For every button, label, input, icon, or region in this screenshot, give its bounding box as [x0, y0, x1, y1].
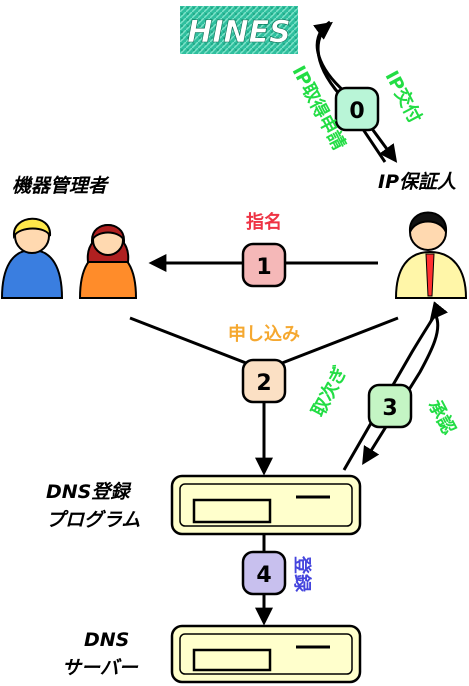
step-4-number: 4	[256, 563, 271, 588]
step-2-flow: 2 申し込み	[129, 316, 399, 476]
step-1-flow: 1 指名	[148, 211, 378, 288]
dns-server-label-line-1: DNS	[84, 629, 129, 651]
dns-server-icon	[170, 624, 362, 684]
step-2-number: 2	[256, 371, 271, 396]
step-1-box	[241, 242, 287, 288]
step-3-number: 3	[382, 396, 397, 421]
dns-program-server-icon	[170, 474, 362, 536]
dns-program-label-line-1: DNS登録	[46, 481, 132, 503]
admin-label: 機器管理者	[12, 175, 110, 197]
step-1-number: 1	[256, 255, 271, 280]
admin-person-icon	[0, 217, 64, 299]
hines-logo-text: HINES	[187, 15, 290, 50]
guarantor-person-icon	[394, 211, 468, 299]
step-2-label: 申し込み	[228, 323, 300, 345]
step-3-label-approve: 承認	[424, 396, 460, 438]
step-4-flow: 4 登録	[241, 534, 313, 626]
step-3-flow: 3 取次ぎ 承認	[307, 301, 460, 471]
step-4-label: 登録	[291, 555, 313, 593]
step-1-label: 指名	[246, 211, 282, 233]
admin-person-2-icon	[78, 224, 138, 299]
hines-logo: HINES	[180, 6, 298, 54]
step-0-box	[334, 86, 380, 132]
step-0-flow: 0 IP交付 IP取得申請	[288, 20, 427, 163]
step-3-box	[367, 383, 413, 429]
step-0-label-issue: IP交付	[381, 67, 427, 127]
guarantor-label: IP保証人	[378, 171, 457, 193]
step-3-label-forward: 取次ぎ	[307, 362, 352, 420]
dns-program-label-line-2: プログラム	[46, 509, 140, 531]
step-0-number: 0	[349, 99, 364, 124]
step-4-box	[241, 550, 287, 596]
step-2-box	[241, 358, 287, 404]
dns-server-label-line-2: サーバー	[62, 657, 139, 679]
